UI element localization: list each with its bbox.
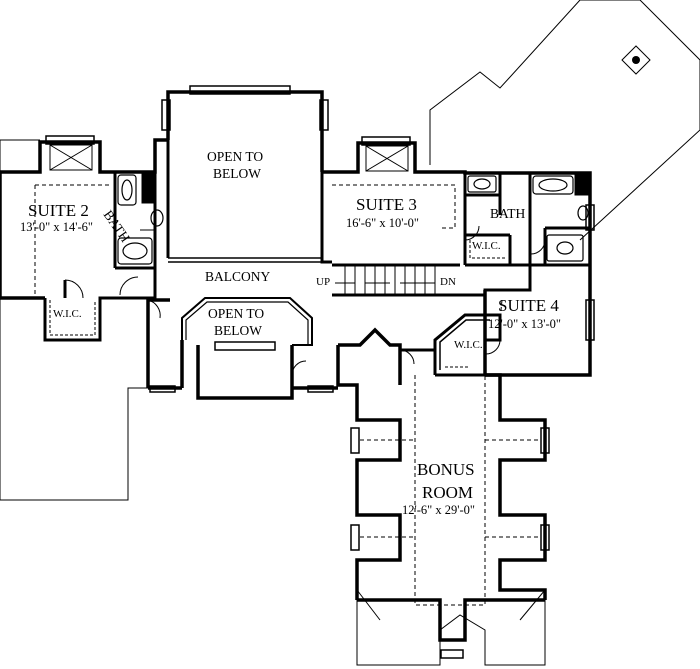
wic-suite2-label: W.I.C. [53, 308, 82, 320]
stair-up-label: UP [316, 276, 331, 288]
bonus-name-line1: BONUS [417, 460, 475, 479]
bath-suite3-label: BATH [490, 206, 526, 221]
bonus-dims: 12'-6" x 29'-0" [402, 503, 476, 517]
fixtures [117, 174, 589, 265]
interior-walls [43, 92, 590, 377]
door-swings [64, 225, 546, 376]
ceiling-lines [34, 184, 540, 606]
open-lower-line1: OPEN TO [208, 306, 265, 321]
skylights [49, 144, 409, 172]
suite2-name: SUITE 2 [28, 201, 89, 220]
exterior-walls [0, 90, 592, 642]
suite4-dims: 12'-0" x 13'-0" [488, 317, 562, 331]
wic-suite4-label: W.I.C. [454, 339, 483, 351]
open-upper-line1: OPEN TO [207, 149, 264, 164]
wic-suite3-label: W.I.C. [472, 240, 501, 252]
suite4-name: SUITE 4 [498, 296, 559, 315]
chimney-block-right [574, 172, 591, 196]
windows [45, 85, 595, 659]
suite3-dims: 16'-6" x 10'-0" [346, 216, 420, 230]
open-upper-line2: BELOW [213, 166, 261, 181]
suite2-dims: 13'-0" x 14'-6" [20, 220, 94, 234]
closet-shelves [49, 240, 505, 368]
chimney-block [141, 172, 157, 204]
balcony-label: BALCONY [205, 269, 271, 284]
suite3-name: SUITE 3 [356, 195, 417, 214]
vent-icon [621, 45, 651, 75]
stair-down-label: DN [440, 276, 456, 288]
bonus-name-line2: ROOM [422, 483, 474, 502]
open-lower-line2: BELOW [214, 323, 262, 338]
stair-treads [335, 265, 436, 295]
